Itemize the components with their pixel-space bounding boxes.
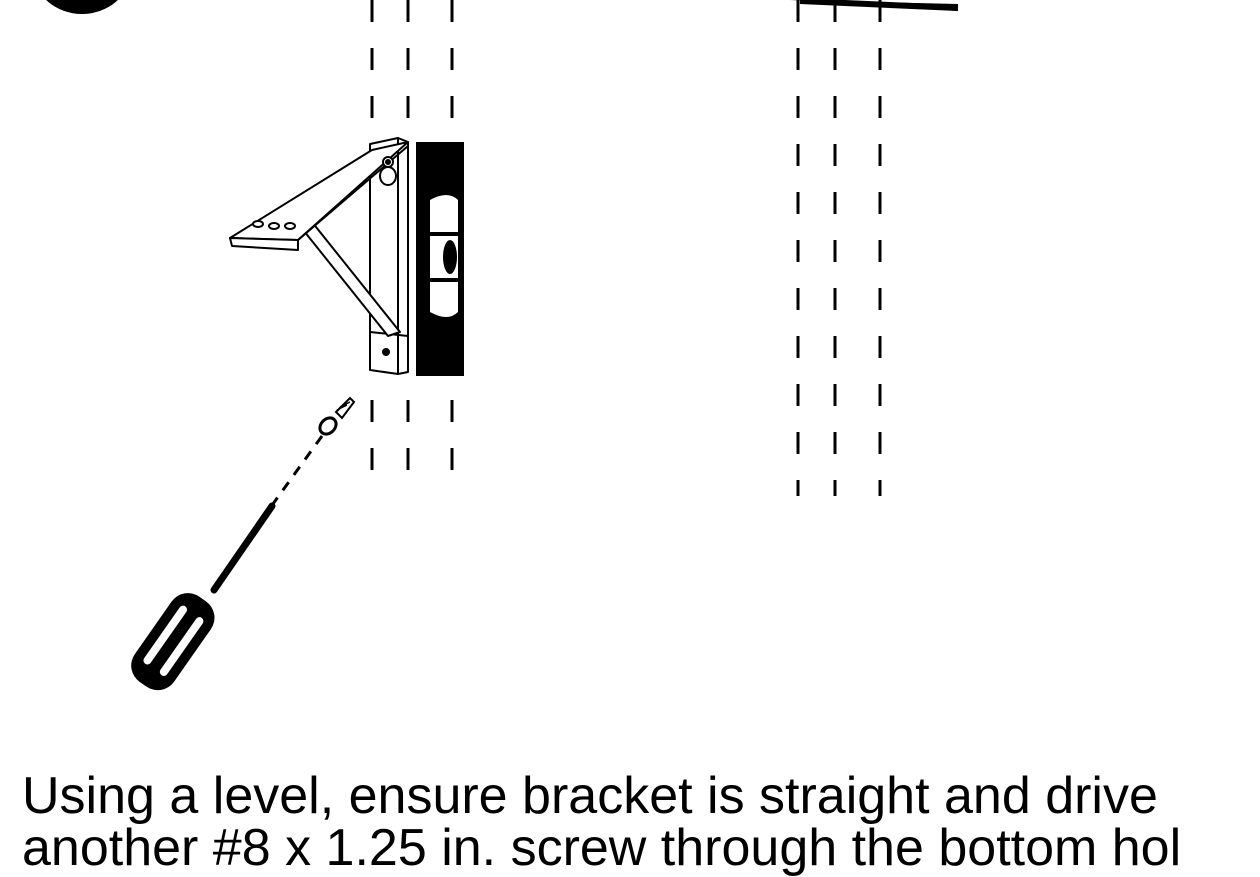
instruction-line-1: Using a level, ensure bracket is straigh…: [22, 767, 1158, 825]
bracket-icon: [229, 137, 409, 375]
level-tool-icon: [416, 142, 464, 376]
screw-icon: [318, 396, 356, 436]
instruction-line-2: another #8 x 1.25 in. screw through the …: [22, 819, 1182, 877]
step-badge-icon: [46, 0, 118, 14]
screwdriver-icon: [131, 502, 276, 691]
right-stud-guide: [796, 0, 882, 496]
alignment-guide: [268, 435, 324, 509]
upper-bracket-edge: [790, 0, 959, 11]
